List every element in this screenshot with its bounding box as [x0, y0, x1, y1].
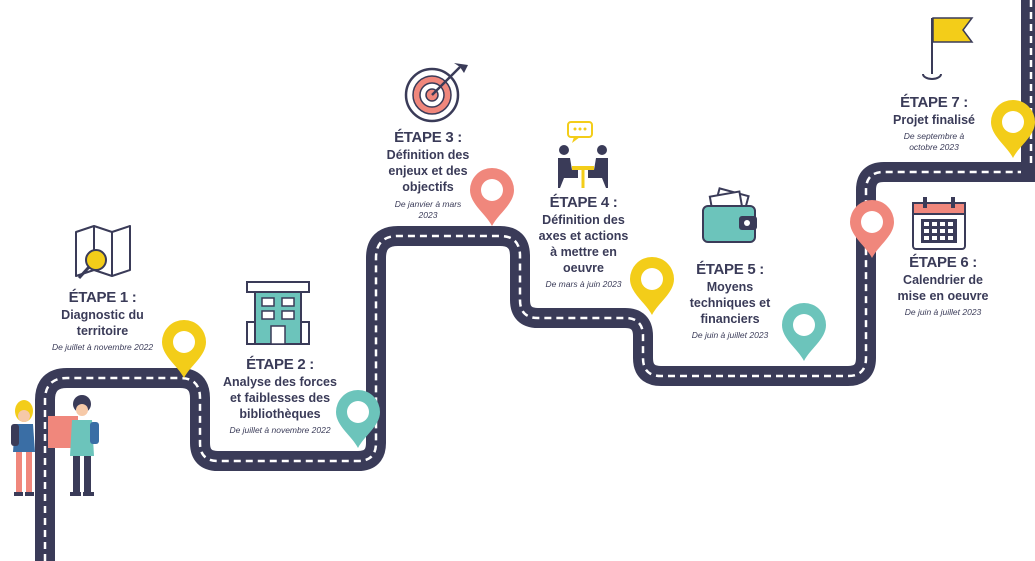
step-date: De juillet à novembre 2022: [229, 425, 331, 435]
step-4-text: ÉTAPE 4 : Définition des axes et actions…: [521, 194, 646, 290]
step-description: objectifs: [402, 180, 454, 194]
step-title: ÉTAPE 6 :: [909, 254, 977, 271]
step-title: ÉTAPE 2 :: [246, 356, 314, 373]
road: [35, 0, 1035, 561]
step-description: bibliothèques: [239, 407, 321, 421]
step-1-text: ÉTAPE 1 : Diagnostic du territoire De ju…: [10, 289, 195, 353]
step-description: enjeux et des: [388, 164, 468, 178]
step-2-text: ÉTAPE 2 : Analyse des forces et faibless…: [200, 356, 360, 436]
step-description: Moyens: [706, 280, 754, 294]
step-description: Définition des: [542, 213, 625, 227]
step-description: financiers: [700, 312, 760, 326]
step-description: Diagnostic du: [61, 308, 144, 322]
step-description: à mettre en: [550, 245, 617, 259]
pin-step-5: [782, 303, 826, 361]
calendar-icon: [912, 197, 966, 250]
step-date: 2023: [418, 210, 438, 220]
pin-step-1: [162, 320, 206, 378]
step-5-text: ÉTAPE 5 : Moyens techniques et financier…: [664, 261, 796, 341]
step-description: et faiblesses des: [229, 391, 331, 405]
wallet-icon: [702, 187, 757, 243]
step-date: De juillet à novembre 2022: [51, 342, 154, 352]
step-date: De juin à juillet 2023: [691, 330, 769, 340]
step-description: Calendrier de: [903, 273, 983, 287]
pin-step-2: [336, 390, 380, 448]
step-3-text: ÉTAPE 3 : Définition des enjeux et des o…: [362, 129, 494, 221]
step-description: techniques et: [689, 296, 771, 310]
flag-icon: [922, 17, 974, 80]
step-description: Analyse des forces: [223, 375, 337, 389]
step-description: mise en oeuvre: [897, 289, 989, 303]
step-date: octobre 2023: [909, 142, 959, 152]
meeting-icon: [558, 121, 608, 188]
step-description: Projet finalisé: [893, 113, 975, 127]
step-title: ÉTAPE 5 :: [696, 261, 764, 278]
pins: [162, 100, 1035, 448]
step-description: axes et actions: [538, 229, 629, 243]
building-icon: [246, 281, 310, 345]
map-search-icon: [75, 225, 131, 280]
step-title: ÉTAPE 1 :: [68, 289, 137, 306]
step-date: De janvier à mars: [394, 199, 462, 209]
step-6-text: ÉTAPE 6 : Calendrier de mise en oeuvre D…: [878, 254, 1008, 318]
step-description: Définition des: [386, 148, 470, 162]
people-illustration: [11, 395, 99, 496]
step-description: territoire: [76, 324, 129, 338]
pin-step-6: [850, 200, 894, 258]
step-title: ÉTAPE 7 :: [900, 94, 968, 111]
pin-step-4: [630, 257, 674, 315]
step-title: ÉTAPE 3 :: [394, 129, 462, 146]
step-title: ÉTAPE 4 :: [549, 194, 618, 211]
target-icon: [404, 63, 468, 123]
step-date: De mars à juin 2023: [545, 279, 622, 289]
step-description: oeuvre: [563, 261, 604, 275]
step-7-text: ÉTAPE 7 : Projet finalisé De septembre à…: [872, 94, 996, 153]
pin-step-3: [470, 168, 514, 226]
step-date: De juin à juillet 2023: [904, 307, 982, 317]
pin-step-7: [991, 100, 1035, 158]
step-date: De septembre à: [903, 131, 965, 141]
